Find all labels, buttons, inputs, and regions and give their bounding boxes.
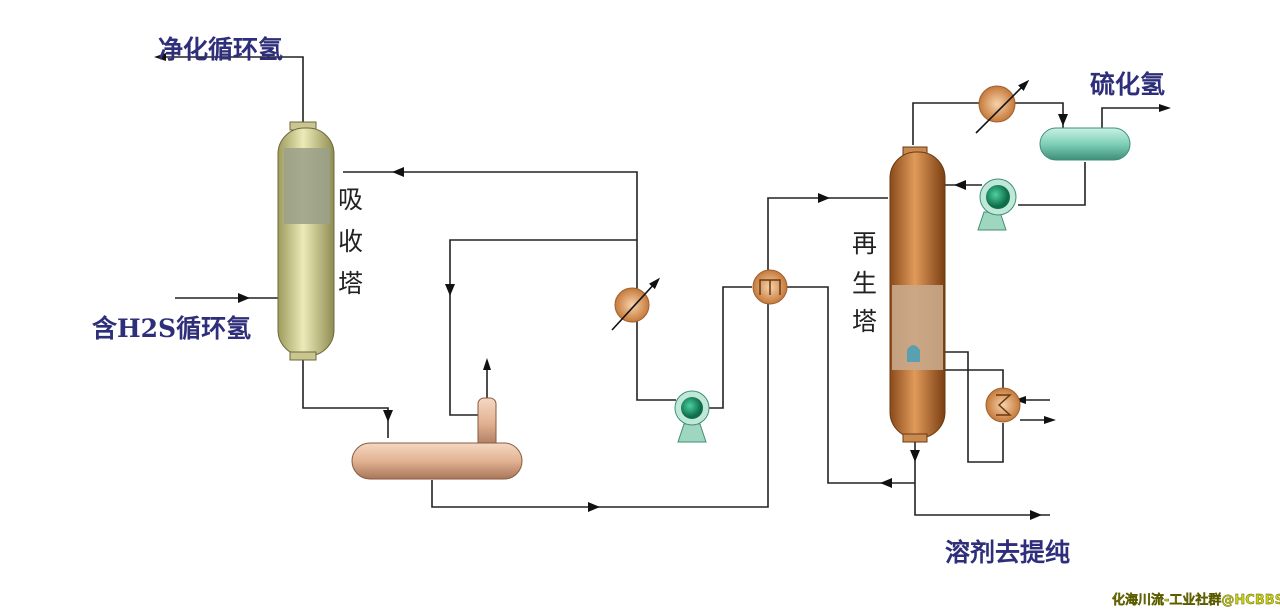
regenerator-label-char: 再	[852, 229, 877, 258]
flash-drum-feed-line	[449, 239, 637, 416]
rich-solvent-to-regenerator-line	[431, 197, 888, 508]
absorber-label: 吸 收 塔	[338, 185, 363, 298]
watermark: 化海川流-工业社群@HCBBS	[1112, 592, 1280, 608]
purified-recycle-hydrogen-label: 净化循环氢	[158, 35, 283, 64]
reboiler-inlet-line	[945, 351, 1004, 463]
reflux-line	[1018, 162, 1086, 206]
lean-cooler	[611, 277, 661, 331]
regenerator-label-char: 生	[852, 269, 877, 298]
flash-drum	[351, 397, 523, 480]
lean-solvent-line	[787, 286, 915, 484]
overhead-condenser	[975, 79, 1030, 134]
arrow-icon	[383, 410, 393, 422]
pump-suction-line	[636, 240, 676, 401]
absorber-column	[277, 121, 335, 361]
arrow-icon	[954, 180, 966, 190]
reboiler-return-line	[945, 369, 1004, 388]
regenerator-label: 再 生 塔	[852, 229, 877, 336]
arrow-icon	[392, 167, 404, 177]
arrow-icon	[818, 193, 830, 203]
hydrogen-sulfide-label: 硫化氢	[1090, 70, 1165, 99]
arrow-icon	[445, 284, 455, 296]
lean-solvent-return-line	[343, 171, 638, 240]
reflux-drum	[1039, 127, 1131, 161]
arrow-icon	[238, 293, 250, 303]
h2s-recycle-hydrogen-label: 含H2S循环氢	[92, 314, 251, 343]
h2s-outlet-line	[1101, 104, 1171, 128]
absorber-label-char: 吸	[338, 185, 363, 214]
solvent-to-purification-label: 溶剂去提纯	[945, 538, 1070, 567]
regenerator-column	[889, 146, 946, 443]
arrow-icon	[880, 478, 892, 488]
reflux-pump	[977, 178, 1017, 231]
arrow-icon	[1030, 510, 1042, 520]
reboiler	[985, 387, 1021, 423]
arrow-icon	[1058, 114, 1068, 126]
absorber-label-char: 收	[338, 227, 363, 256]
pump-discharge-line	[708, 286, 752, 409]
solvent-purification-line	[914, 440, 1050, 516]
purified-hydrogen-outlet-line	[154, 53, 304, 122]
arrow-icon	[588, 502, 600, 512]
arrow-icon	[910, 450, 920, 462]
lean-solvent-pump	[674, 390, 710, 443]
rich-solvent-line	[302, 360, 389, 438]
regenerator-label-char: 塔	[852, 307, 877, 336]
lean-rich-exchanger	[752, 269, 788, 305]
absorber-label-char: 塔	[338, 269, 363, 298]
